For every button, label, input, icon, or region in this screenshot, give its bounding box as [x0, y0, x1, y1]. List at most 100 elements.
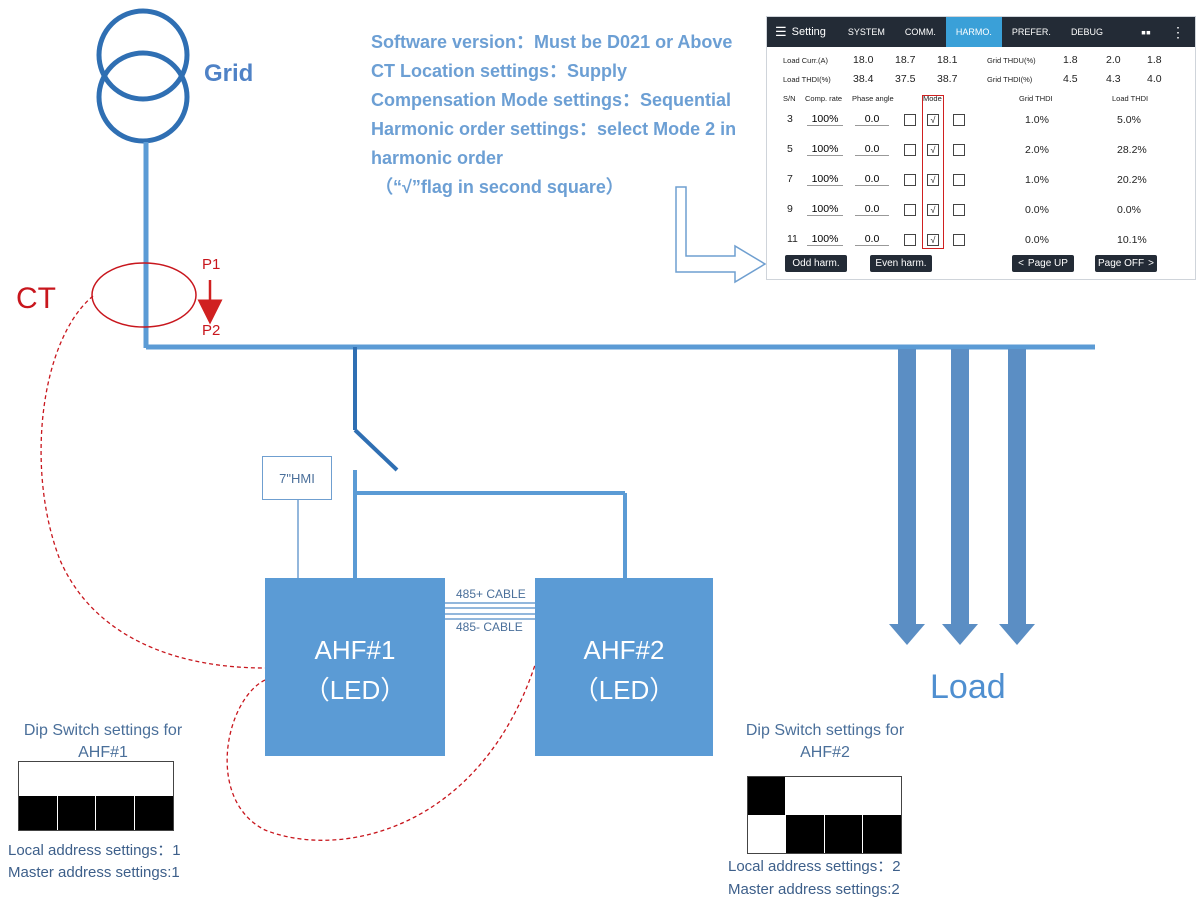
dip2-local-address: Local address settings：2 [728, 858, 901, 875]
comp-rate-field[interactable]: 100% [807, 143, 843, 156]
dip2-cell-r1-c3 [862, 815, 901, 853]
grid-thdi-c: 4.0 [1147, 73, 1162, 85]
load-label: Load [930, 668, 1006, 706]
grid-menu-icon[interactable]: ▪▪ [1141, 24, 1151, 40]
mode-checkbox-3[interactable] [953, 174, 965, 186]
mode-checkbox-3[interactable] [953, 234, 965, 246]
ct-ellipse [91, 262, 197, 328]
dip1-cell-r1-c3 [134, 796, 173, 830]
tab-system[interactable]: SYSTEM [847, 27, 885, 37]
note-ct-location: CT Location settings：Supply [371, 61, 628, 81]
load-arrow-1-icon [889, 349, 925, 645]
mode-checkbox-1[interactable] [904, 234, 916, 246]
hmi-screenshot: ☰ Setting SYSTEM COMM. HARMO. PREFER. DE… [766, 16, 1196, 280]
dip1-cell-r0-c2 [96, 762, 135, 796]
phase-angle-field[interactable]: 0.0 [855, 233, 889, 246]
mode-checkbox-2[interactable]: √ [927, 114, 939, 126]
settings-notes: Software version：Must be D021 or Above C… [371, 28, 736, 202]
note-harmonic-order: Harmonic order settings：select Mode 2 in [371, 119, 737, 139]
tab-prefer[interactable]: PREFER. [1011, 27, 1051, 37]
dip2-cell-r1-c1 [786, 815, 825, 853]
phase-angle-field[interactable]: 0.0 [855, 143, 889, 156]
grid-thdi-value: 0.0% [1025, 234, 1049, 246]
grid-thdi-value: 1.0% [1025, 114, 1049, 126]
mode-checkbox-1[interactable] [904, 174, 916, 186]
hmi-title-text: Setting [791, 26, 826, 38]
page-up-button[interactable]: < Page UP [1012, 255, 1074, 272]
page-off-label: Page OFF [1098, 258, 1145, 269]
comp-rate-field[interactable]: 100% [807, 113, 843, 126]
dip2-cell-r1-c0 [748, 815, 786, 853]
transformer-primary-coil [96, 8, 190, 102]
mode-checkbox-3[interactable] [953, 144, 965, 156]
dip2-cell-r1-c2 [824, 815, 863, 853]
dip2-title-line2: AHF#2 [800, 744, 850, 761]
chevron-right-icon: > [1148, 258, 1154, 269]
mode-checkbox-1[interactable] [904, 114, 916, 126]
mode-checkbox-2[interactable]: √ [927, 204, 939, 216]
tab-comm[interactable]: COMM. [904, 27, 936, 37]
ct-label: CT [16, 282, 56, 315]
load-curr-c: 18.1 [937, 54, 958, 66]
row-sn: 7 [787, 173, 793, 185]
col-sn: S/N [783, 94, 796, 103]
grid-thdu-b: 2.0 [1106, 54, 1121, 66]
phase-angle-field[interactable]: 0.0 [855, 203, 889, 216]
sliders-icon: ☰ [775, 24, 787, 39]
mode-checkbox-2[interactable]: √ [927, 144, 939, 156]
page-up-label: Page UP [1027, 258, 1068, 269]
dip2-cell-r0-c0 [748, 777, 787, 815]
ahf2-unit: AHF#2 （LED） [535, 578, 713, 756]
comp-rate-field[interactable]: 100% [807, 173, 843, 186]
phase-angle-field[interactable]: 0.0 [855, 173, 889, 186]
ct-signal-wire-2 [226, 664, 536, 841]
load-thdi-b: 37.5 [895, 73, 916, 85]
ct-p1-label: P1 [202, 256, 221, 273]
mode-checkbox-2[interactable]: √ [927, 234, 939, 246]
mode-checkbox-1[interactable] [904, 204, 916, 216]
notes-pointer-arrow [675, 186, 767, 284]
tab-debug[interactable]: DEBUG [1070, 27, 1103, 37]
tab-harmo[interactable]: HARMO. [945, 17, 1002, 47]
load-arrow-3-icon [999, 349, 1035, 645]
ahf1-name: AHF#1 [314, 635, 396, 665]
row-sn: 3 [787, 113, 793, 125]
dip2-title: Dip Switch settings for AHF#2 [738, 720, 912, 764]
note-compensation-mode: Compensation Mode settings：Sequential [371, 90, 732, 110]
ahf2-name: AHF#2 [583, 635, 665, 665]
chevron-left-icon: < [1018, 258, 1024, 269]
breaker-switch [353, 428, 399, 472]
odd-harm-button[interactable]: Odd harm. [785, 255, 847, 272]
ct-signal-wire-1 [40, 295, 266, 669]
note-harmonic-order-cont: harmonic order [371, 148, 504, 168]
col-comp-rate: Comp. rate [805, 94, 843, 103]
mode-checkbox-3[interactable] [953, 114, 965, 126]
dip1-master-address: Master address settings:1 [8, 864, 180, 881]
dip1-local-address: Local address settings：1 [8, 842, 181, 859]
phase-angle-field[interactable]: 0.0 [855, 113, 889, 126]
dip2-cell-r0-c3 [863, 777, 901, 815]
load-thdi-label: Load THDI(%) [783, 75, 831, 84]
comp-rate-field[interactable]: 100% [807, 233, 843, 246]
grid-thdi-value: 1.0% [1025, 174, 1049, 186]
mode-checkbox-3[interactable] [953, 204, 965, 216]
rs485-plus-label: 485+ CABLE [456, 587, 526, 601]
mode-highlight-box [922, 95, 944, 249]
even-harm-button[interactable]: Even harm. [870, 255, 932, 272]
dip2-master-address: Master address settings:2 [728, 881, 900, 898]
page-off-button[interactable]: Page OFF > [1095, 255, 1157, 272]
col-mode: Mode [923, 94, 942, 103]
dip1-cell-r0-c0 [19, 762, 58, 796]
grid-thdu-a: 1.8 [1063, 54, 1078, 66]
grid-thdu-label: Grid THDU(%) [987, 56, 1036, 65]
comp-rate-field[interactable]: 100% [807, 203, 843, 216]
note-flag-hint: （“√”flag in second square） [375, 177, 624, 197]
hmi-settings-title[interactable]: ☰ Setting [767, 24, 838, 40]
more-vertical-icon[interactable]: ⋮ [1171, 23, 1185, 40]
grid-thdi-value: 0.0% [1025, 204, 1049, 216]
mode-checkbox-1[interactable] [904, 144, 916, 156]
dip1-title-line1: Dip Switch settings for [23, 722, 183, 739]
mode-checkbox-2[interactable]: √ [927, 174, 939, 186]
dip1-cell-r0-c1 [58, 762, 97, 796]
